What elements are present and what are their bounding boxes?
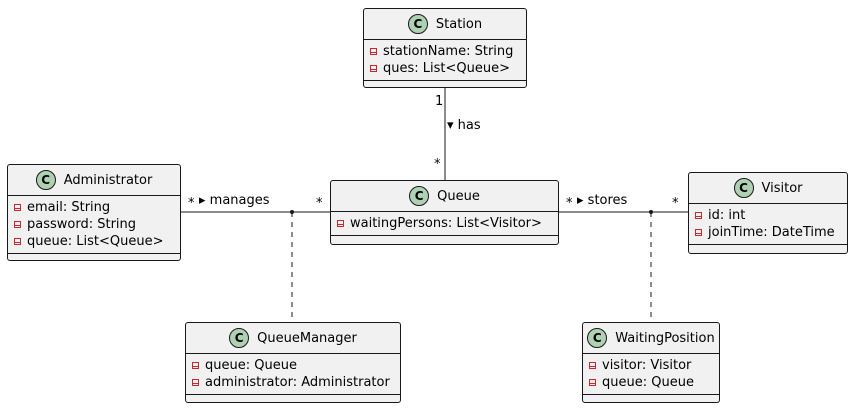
private-icon <box>192 361 200 370</box>
queuemanager-methods <box>186 394 400 403</box>
private-icon <box>14 203 22 212</box>
visitor-methods <box>689 244 847 253</box>
queuemanager-class-header: C QueueManager <box>186 323 400 353</box>
station-class-name: Station <box>435 16 483 32</box>
attribute: waitingPersons: List<Visitor> <box>337 215 552 232</box>
visitor-class-name: Visitor <box>761 180 803 196</box>
direction-arrow-icon: ▸ <box>577 193 584 208</box>
attribute: joinTime: DateTime <box>695 224 841 241</box>
has-to-multiplicity: * <box>434 157 441 172</box>
attribute: id: int <box>695 207 841 224</box>
stores-to-multiplicity: * <box>672 196 679 211</box>
visitor-class[interactable]: C Visitor id: int joinTime: DateTime <box>688 172 848 254</box>
class-icon: C <box>733 178 754 198</box>
class-icon: C <box>409 186 430 206</box>
private-icon <box>370 64 378 73</box>
visitor-attributes: id: int joinTime: DateTime <box>689 203 847 244</box>
station-methods <box>364 80 526 89</box>
queuemanager-class[interactable]: C QueueManager queue: Queue administrato… <box>185 322 401 403</box>
attribute: ques: List<Queue> <box>370 60 520 77</box>
class-icon: C <box>229 328 250 348</box>
administrator-class-header: C Administrator <box>8 165 180 195</box>
attribute: email: String <box>14 199 174 216</box>
administrator-methods <box>8 253 180 262</box>
waitingposition-methods <box>583 394 719 403</box>
attribute: visitor: Visitor <box>589 357 713 374</box>
direction-arrow-icon: ▾ <box>447 118 454 133</box>
private-icon <box>370 47 378 56</box>
class-icon: C <box>587 328 608 348</box>
queue-class-name: Queue <box>437 188 480 204</box>
private-icon <box>589 378 597 387</box>
attribute: queue: Queue <box>192 357 394 374</box>
queuemanager-attributes: queue: Queue administrator: Administrato… <box>186 353 400 394</box>
attribute: administrator: Administrator <box>192 374 394 391</box>
queuemanager-class-name: QueueManager <box>257 330 357 346</box>
private-icon <box>695 211 703 220</box>
station-class-header: C Station <box>364 9 526 39</box>
private-icon <box>14 237 22 246</box>
attribute: stationName: String <box>370 43 520 60</box>
private-icon <box>337 219 345 228</box>
has-label: ▾ has <box>447 118 481 133</box>
private-icon <box>695 228 703 237</box>
queue-attributes: waitingPersons: List<Visitor> <box>331 211 558 235</box>
waitingposition-class-header: C WaitingPosition <box>583 323 719 353</box>
has-from-multiplicity: 1 <box>435 94 444 109</box>
direction-arrow-icon: ▸ <box>199 193 206 208</box>
manages-label: ▸ manages <box>199 193 270 208</box>
station-class[interactable]: C Station stationName: String ques: List… <box>363 8 527 88</box>
manages-to-multiplicity: * <box>316 196 323 211</box>
class-icon: C <box>407 14 428 34</box>
queue-class-header: C Queue <box>331 181 558 211</box>
visitor-class-header: C Visitor <box>689 173 847 203</box>
administrator-attributes: email: String password: String queue: Li… <box>8 195 180 253</box>
waitingposition-class[interactable]: C WaitingPosition visitor: Visitor queue… <box>582 322 720 403</box>
queue-methods <box>331 235 558 244</box>
queue-class[interactable]: C Queue waitingPersons: List<Visitor> <box>330 180 559 245</box>
stores-from-multiplicity: * <box>566 196 573 211</box>
attribute: password: String <box>14 216 174 233</box>
station-attributes: stationName: String ques: List<Queue> <box>364 39 526 80</box>
manages-from-multiplicity: * <box>188 196 195 211</box>
private-icon <box>192 378 200 387</box>
private-icon <box>14 220 22 229</box>
administrator-class-name: Administrator <box>63 172 153 188</box>
administrator-class[interactable]: C Administrator email: String password: … <box>7 164 181 261</box>
stores-label: ▸ stores <box>577 193 628 208</box>
attribute: queue: Queue <box>589 374 713 391</box>
attribute: queue: List<Queue> <box>14 233 174 250</box>
private-icon <box>589 361 597 370</box>
class-icon: C <box>35 170 56 190</box>
waitingposition-attributes: visitor: Visitor queue: Queue <box>583 353 719 394</box>
waitingposition-class-name: WaitingPosition <box>615 330 715 346</box>
